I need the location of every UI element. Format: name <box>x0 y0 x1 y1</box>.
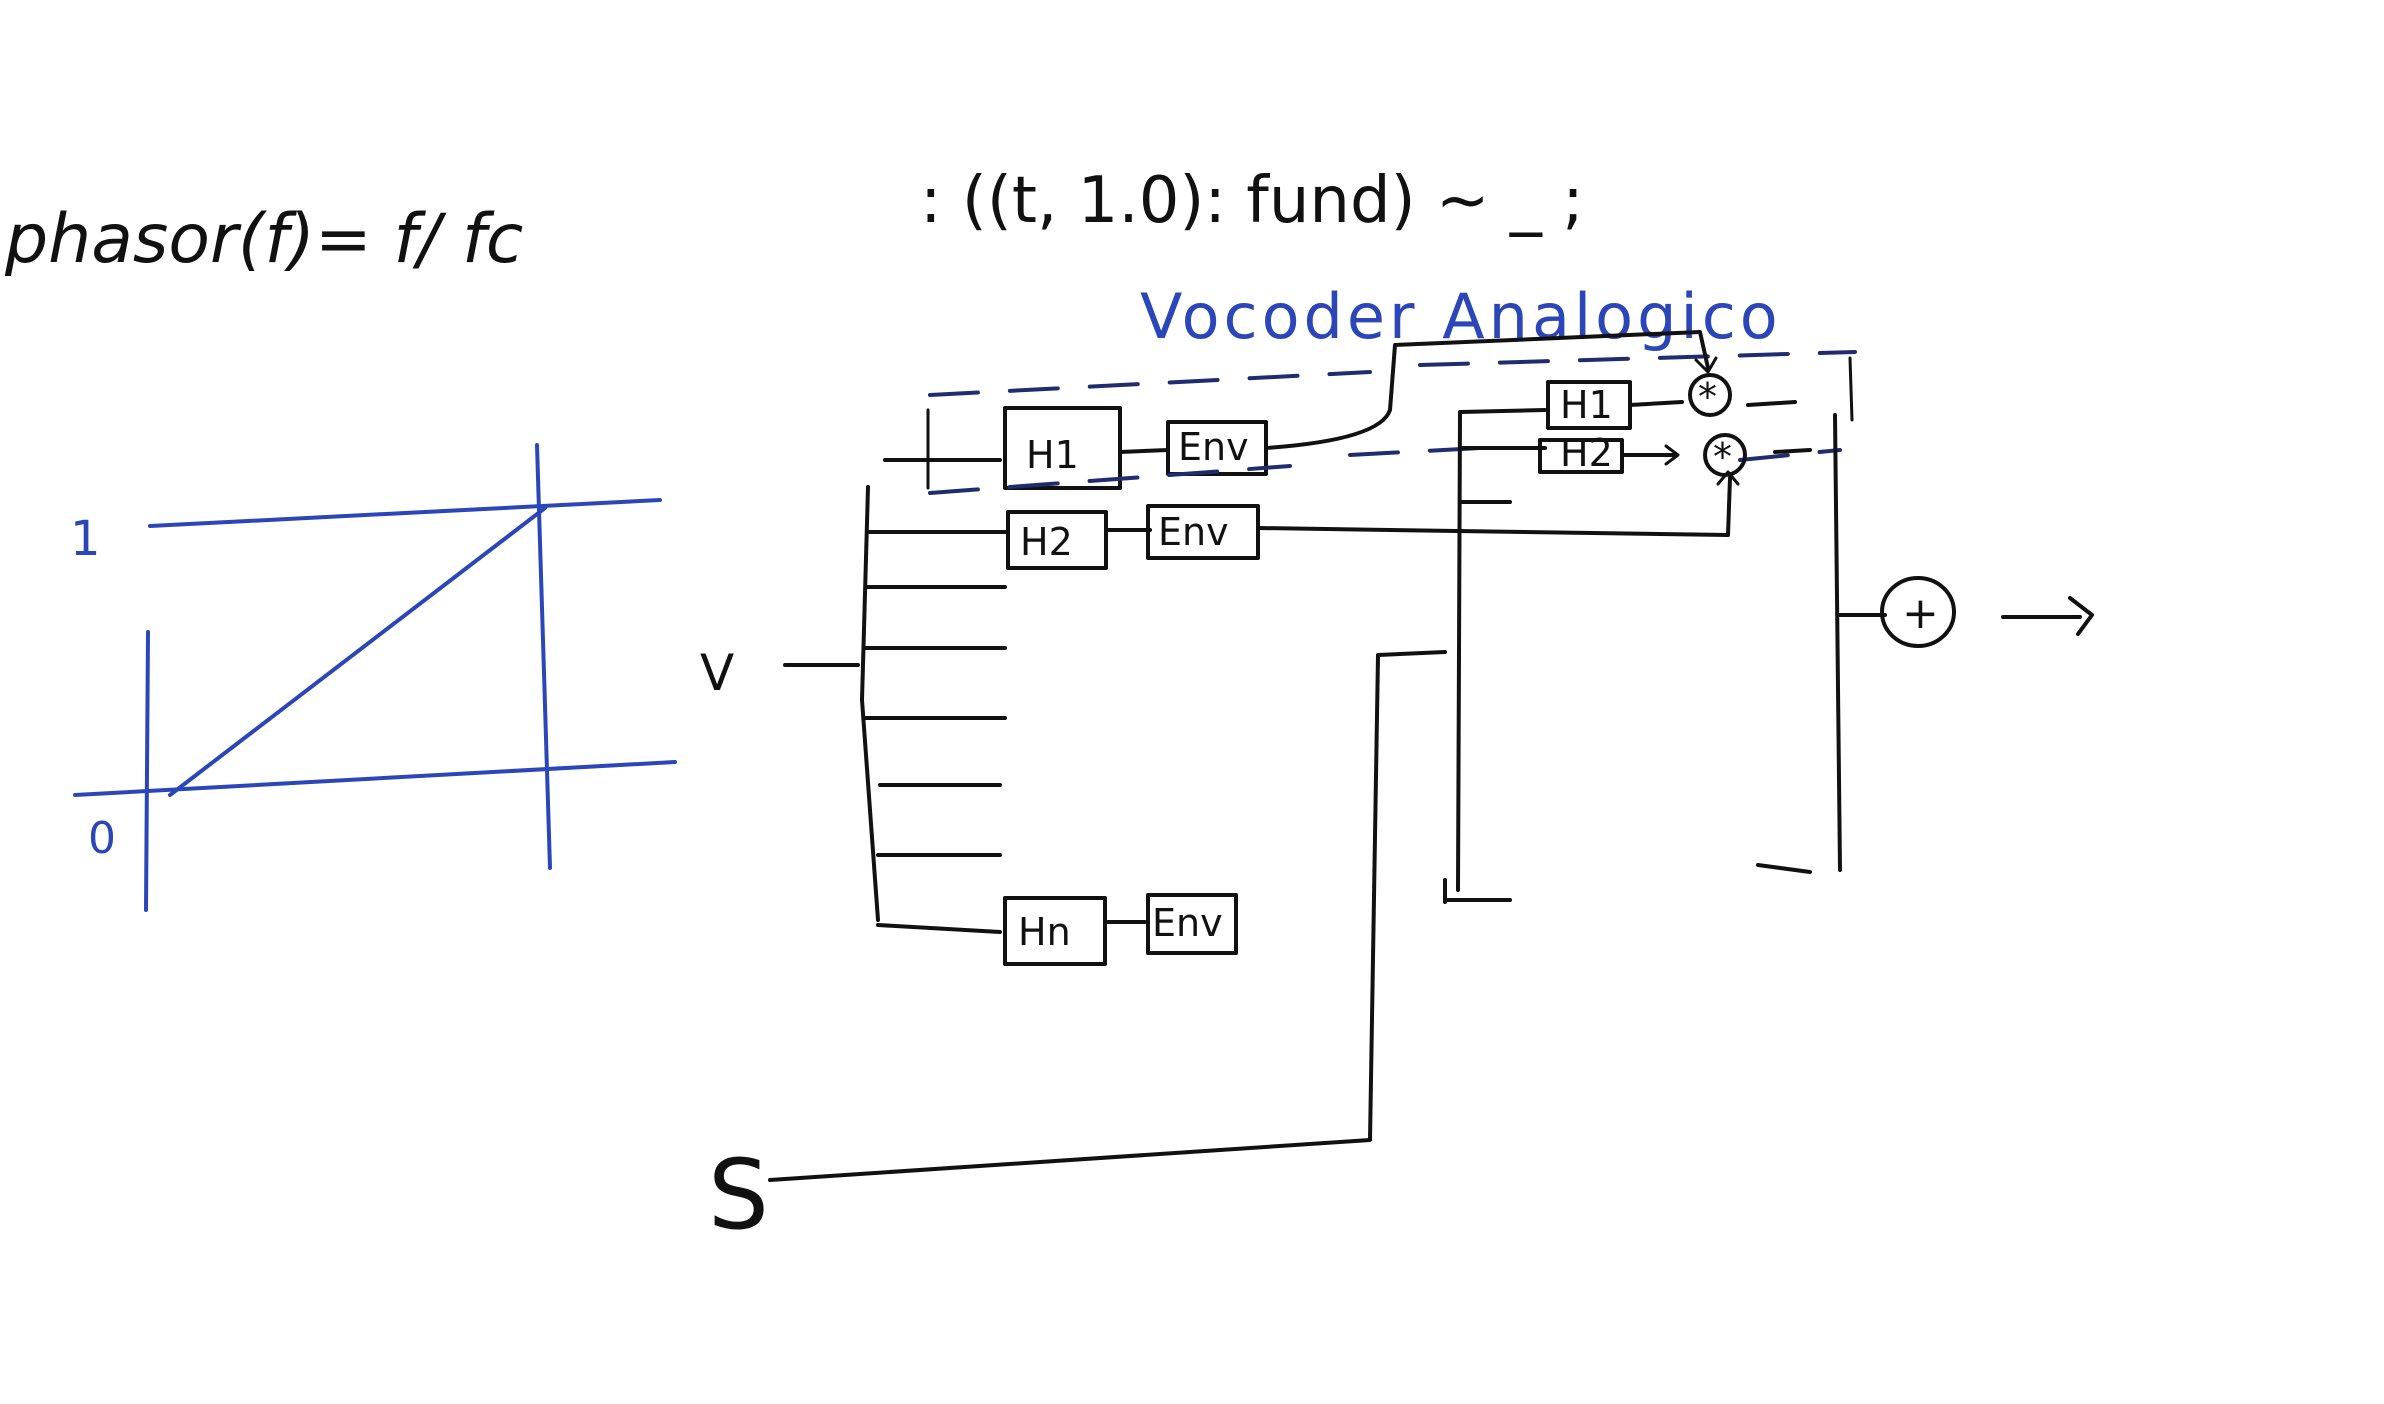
analysis-filter-h2-box <box>1006 510 1108 570</box>
analysis-filter-h1-label: H1 <box>1026 433 1079 477</box>
analysis-filter-hn-label: Hn <box>1018 910 1071 954</box>
dashed-group-top <box>928 370 1372 397</box>
input-label-v: V <box>700 644 734 702</box>
analysis-env-2-label: Env <box>1158 510 1229 554</box>
env2-to-multiplier-2 <box>1256 476 1732 537</box>
summing-bus-tail <box>1756 863 1812 874</box>
code-fragment: : ((t, 1.0): fund) ~ _ ; <box>920 164 1584 238</box>
dashed-group-mid-right <box>1738 448 1842 462</box>
analysis-env-2-box <box>1146 504 1260 560</box>
graph-y-label-zero: 0 <box>88 813 116 864</box>
env2-arrow-head <box>1716 470 1740 486</box>
mult2-out <box>1773 448 1812 454</box>
multiplier-2-label: * <box>1713 435 1732 479</box>
summer-label: + <box>1902 588 1939 639</box>
graph-top-line <box>148 498 662 528</box>
branch-8 <box>876 923 1002 934</box>
graph-y-label-one: 1 <box>70 511 101 567</box>
summer-node <box>1880 576 1956 648</box>
analysis-bus <box>860 485 880 922</box>
multiplier-1-label: * <box>1698 375 1717 419</box>
synthesis-filter-h2-label: H2 <box>1560 431 1613 475</box>
graph-ramp-line <box>168 506 547 797</box>
phasor-graph: 1 0 <box>70 443 677 912</box>
analysis-filter-h2-label: H2 <box>1020 520 1073 564</box>
analysis-env-1-label: Env <box>1178 425 1249 469</box>
vocoder-diagram: V H1 Env H2 Env Hn Env <box>700 330 2094 1251</box>
synthesis-bus <box>1456 410 1462 892</box>
dashed-group-mid <box>928 464 1292 495</box>
mult1-out <box>1746 400 1797 407</box>
dashed-right-edge <box>1848 356 1854 422</box>
graph-right-line <box>535 443 552 870</box>
multiplier-1 <box>1688 373 1732 417</box>
graph-y-axis <box>144 630 150 912</box>
analysis-env-n-box <box>1146 893 1238 955</box>
synthesis-filter-h1-label: H1 <box>1560 383 1613 427</box>
synth-branch-1 <box>1458 408 1547 414</box>
dashed-group-top-right <box>1418 350 1857 367</box>
input-s-line <box>768 650 1447 1182</box>
multiplier-2 <box>1703 433 1747 477</box>
env1-arrow-head <box>1694 356 1718 374</box>
graph-x-axis <box>73 760 677 797</box>
env1-to-multiplier-1 <box>1264 330 1710 450</box>
phasor-formula: phasor(f)= f/ fc <box>4 200 523 279</box>
input-label-s: S <box>708 1139 769 1251</box>
summing-bus <box>1833 413 1842 872</box>
analysis-filter-h1-box <box>1003 406 1122 490</box>
analysis-filter-hn-box <box>1003 896 1107 966</box>
output-arrow-head <box>2068 596 2094 636</box>
analysis-env-n-label: Env <box>1152 901 1223 945</box>
